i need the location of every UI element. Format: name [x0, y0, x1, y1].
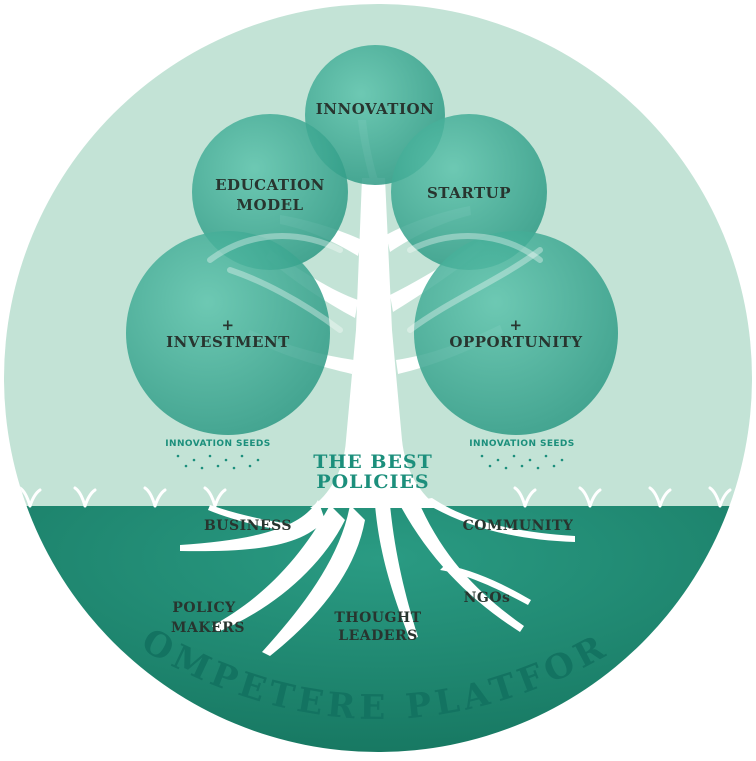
- label-makers: MAKERS: [171, 620, 245, 636]
- label-investment: INVESTMENT: [166, 333, 290, 351]
- label-policies: POLICIES: [316, 471, 429, 493]
- branch-overlay: [207, 233, 543, 333]
- bubble-investment: [126, 231, 330, 435]
- bubble-startup: [391, 114, 547, 270]
- label-model: MODEL: [236, 196, 303, 214]
- label-ngos: NGOs: [464, 590, 511, 606]
- label-leaders: LEADERS: [338, 628, 417, 644]
- seed-dots-left: [176, 454, 260, 470]
- label-innovation: INNOVATION: [316, 100, 435, 118]
- label-seeds-left: INNOVATION SEEDS: [165, 439, 270, 449]
- label-seeds-right: INNOVATION SEEDS: [469, 439, 574, 449]
- grass-tufts: [18, 486, 732, 508]
- label-best: THE BEST: [313, 451, 433, 473]
- label-education: EDUCATION: [215, 176, 325, 194]
- label-opportunity: OPPORTUNITY: [449, 333, 582, 351]
- label-investment-plus: +: [221, 316, 234, 334]
- tree-roots: [180, 498, 575, 656]
- bubble-group: [126, 45, 618, 435]
- bubble-education-model: [192, 114, 348, 270]
- label-policy: POLICY: [172, 600, 236, 616]
- label-startup: STARTUP: [427, 184, 511, 202]
- label-opportunity-plus: +: [509, 316, 522, 334]
- label-business: BUSINESS: [204, 518, 292, 534]
- seed-dots-right: [480, 454, 564, 470]
- label-thought: THOUGHT: [334, 610, 421, 626]
- label-community: COMMUNITY: [463, 518, 574, 534]
- tree-trunk: [310, 178, 440, 508]
- bubble-opportunity: [414, 231, 618, 435]
